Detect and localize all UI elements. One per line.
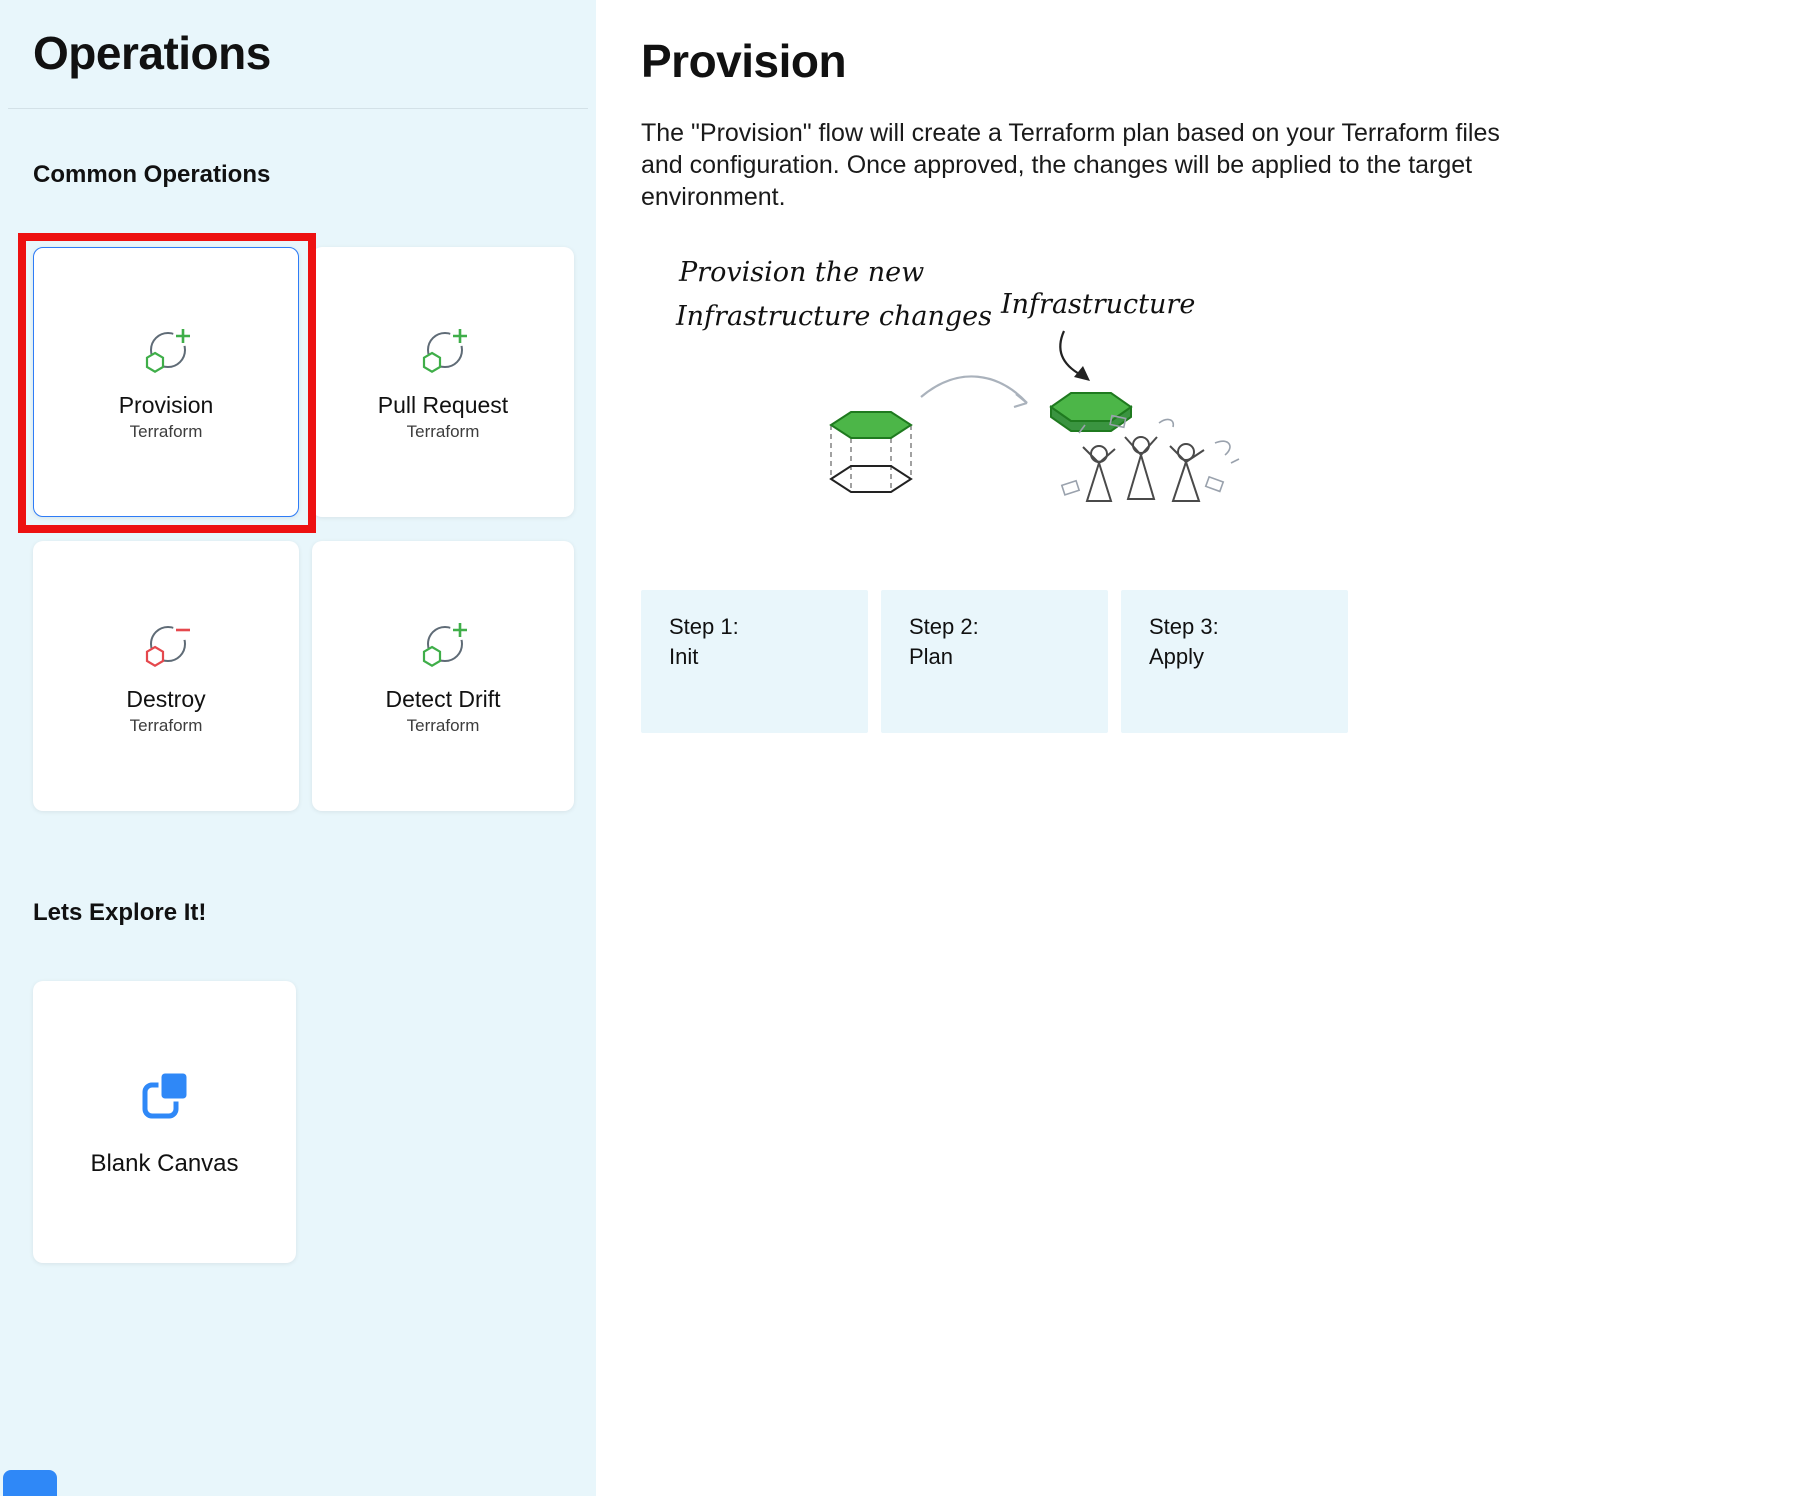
caption-provision-the-new: Provision the new [678, 257, 924, 288]
card-subtitle: Terraform [129, 421, 203, 441]
blank-canvas-card[interactable]: Blank Canvas [33, 981, 296, 1263]
operations-sidebar: Operations Common Operations Provision T… [0, 0, 596, 1496]
step-box-init: Step 1: Init [641, 590, 868, 734]
step-box-plan: Step 2: Plan [881, 590, 1108, 734]
operation-card-provision[interactable]: Provision Terraform [18, 233, 316, 533]
curved-arrow-icon [920, 375, 1028, 405]
page-title: Provision [641, 35, 847, 87]
terraform-plus-icon [422, 619, 470, 667]
common-operations-grid: Provision Terraform Pull Request Terrafo… [18, 233, 574, 811]
selection-highlight [18, 233, 316, 533]
operation-card-destroy[interactable]: Destroy Terraform [33, 541, 299, 811]
step-name: Init [669, 643, 699, 669]
step-box-apply: Step 3: Apply [1121, 590, 1348, 734]
arrow-head-icon [1074, 366, 1090, 382]
card-title: Blank Canvas [90, 1150, 239, 1177]
card-title: Pull Request [377, 391, 509, 418]
arrow-down-icon [1059, 330, 1082, 377]
card-subtitle: Terraform [406, 421, 480, 441]
green-hexagon-sketch [1049, 392, 1133, 433]
card-title: Destroy [126, 685, 206, 712]
hexagon-prism-sketch [829, 411, 913, 494]
provision-detail-panel: Provision The "Provision" flow will crea… [596, 0, 1800, 1496]
blank-canvas-icon [142, 1070, 189, 1119]
celebrating-people-sketch [1060, 414, 1240, 503]
card-title: Detect Drift [385, 685, 501, 712]
step-label: Step 1: [669, 614, 739, 640]
caption-infrastructure: Infrastructure [1000, 289, 1195, 320]
sidebar-divider [8, 108, 588, 109]
caption-infrastructure-changes: Infrastructure changes [675, 301, 992, 332]
operation-card-detect-drift[interactable]: Detect Drift Terraform [312, 541, 574, 811]
step-label: Step 3: [1149, 614, 1219, 640]
provision-illustration: Provision the new Infrastructure changes… [659, 247, 1760, 552]
sidebar-title: Operations [33, 27, 271, 79]
common-operations-heading: Common Operations [33, 161, 271, 188]
card-subtitle: Terraform [129, 715, 203, 735]
step-name: Apply [1149, 643, 1205, 669]
card-subtitle: Terraform [406, 715, 480, 735]
terraform-plus-icon [145, 325, 193, 373]
provision-description: The "Provision" flow will create a Terra… [641, 119, 1500, 211]
operation-card-pull-request[interactable]: Pull Request Terraform [312, 247, 574, 517]
step-name: Plan [909, 643, 954, 669]
curved-arrow-head-icon [1013, 393, 1028, 409]
bottom-left-partial-button[interactable] [3, 1470, 57, 1496]
terraform-plus-icon [422, 325, 470, 373]
infrastructure-sketch-illustration: Provision the new Infrastructure changes… [675, 257, 1240, 503]
step-label: Step 2: [909, 614, 979, 640]
explore-heading: Lets Explore It! [33, 899, 207, 926]
provision-steps: Step 1: Init Step 2: Plan Step 3: Apply [641, 590, 1760, 734]
terraform-minus-icon [145, 619, 193, 667]
card-title: Provision [118, 391, 214, 418]
